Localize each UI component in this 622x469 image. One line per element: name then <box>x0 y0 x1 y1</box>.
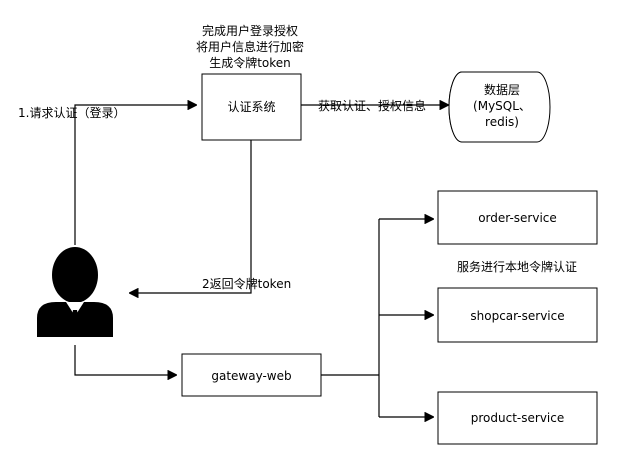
fetch-auth-label: 获取认证、授权信息 <box>318 98 426 113</box>
auth-system-label: 认证系统 <box>227 100 275 114</box>
product-service-label: product-service <box>471 411 564 425</box>
order-service-label: order-service <box>478 211 557 225</box>
data-layer-line-3: redis) <box>485 115 519 129</box>
auth-system-node: 认证系统 <box>201 73 302 141</box>
data-layer-node: 数据层 (MySQL、 redis) <box>448 71 551 143</box>
user-gateway-edge <box>74 345 176 375</box>
auth-note-line-1: 完成用户登录授权 <box>202 23 298 38</box>
shopcar-service-label: shopcar-service <box>470 309 564 323</box>
gateway-label: gateway-web <box>211 369 291 383</box>
data-layer-line-2: (MySQL、 <box>473 99 531 113</box>
auth-note-line-2: 将用户信息进行加密 <box>196 39 304 54</box>
data-layer-line-1: 数据层 <box>484 82 520 97</box>
user-icon <box>37 247 113 337</box>
shopcar-service-node: shopcar-service <box>437 287 598 343</box>
order-service-node: order-service <box>437 190 598 245</box>
auth-note-line-3: 生成令牌token <box>209 55 291 70</box>
return-token-label: 2返回令牌token <box>202 276 291 291</box>
gateway-node: gateway-web <box>181 353 322 397</box>
return-token-edge <box>130 140 252 293</box>
local-token-note: 服务进行本地令牌认证 <box>457 259 577 274</box>
product-service-node: product-service <box>437 391 598 445</box>
request-auth-label: 1.请求认证（登录） <box>18 105 125 120</box>
request-auth-edge <box>74 105 196 245</box>
